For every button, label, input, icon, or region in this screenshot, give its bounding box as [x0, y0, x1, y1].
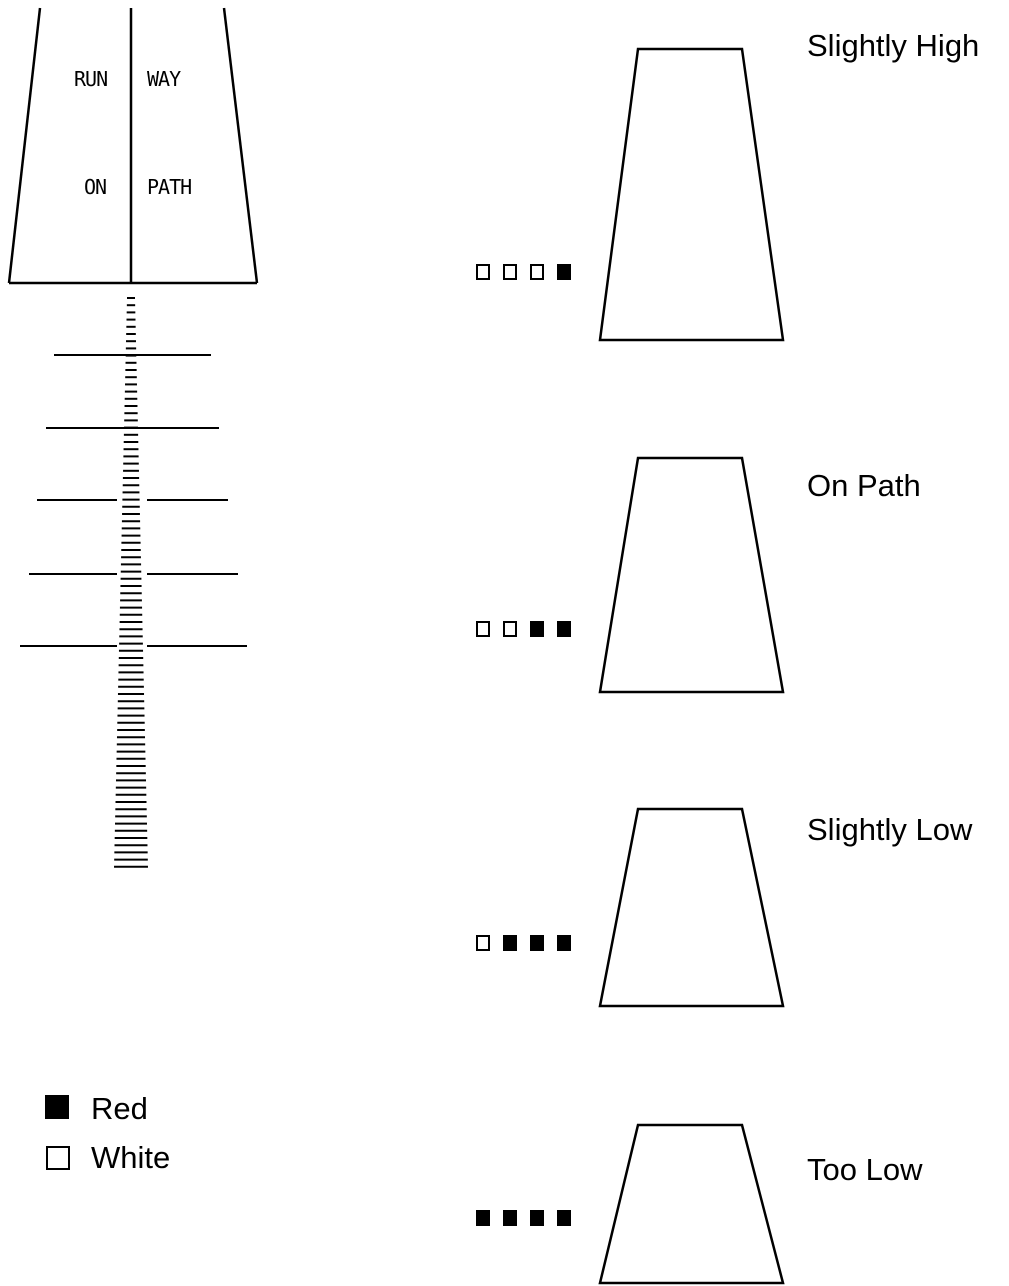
papi-light-red: [503, 1210, 517, 1226]
runway-view: [7, 7, 259, 285]
state-label: On Path: [807, 468, 921, 503]
legend: Red White: [45, 1091, 170, 1175]
papi-light-red: [557, 621, 571, 637]
papi-light-red: [503, 935, 517, 951]
papi-light-white: [503, 264, 517, 280]
legend-red-label: Red: [91, 1091, 148, 1126]
legend-white-swatch: [46, 1146, 70, 1170]
papi-light-red: [557, 1210, 571, 1226]
papi-light-white: [530, 264, 544, 280]
papi-light-red: [530, 1210, 544, 1226]
papi-light-white: [503, 621, 517, 637]
papi-light-red: [476, 1210, 490, 1226]
state-label: Slightly High: [807, 28, 979, 63]
runway-marking-way: WAY: [147, 67, 181, 91]
runway-left-edge: [7, 7, 42, 284]
runway-outline: [598, 47, 785, 342]
approach-lighting-system: [20, 297, 247, 868]
papi-light-red: [530, 935, 544, 951]
runway-marking-path: PATH: [147, 175, 191, 199]
papi-light-white: [476, 264, 490, 280]
papi-state-panel: Slightly Low: [476, 807, 973, 1008]
papi-state-panel: Too Low: [476, 1123, 923, 1285]
papi-light-red: [557, 935, 571, 951]
papi-state-panel: Slightly High: [476, 28, 979, 342]
papi-light-white: [476, 935, 490, 951]
legend-white-label: White: [91, 1140, 170, 1175]
papi-light-white: [476, 621, 490, 637]
runway-outline: [598, 456, 785, 694]
runway-right-edge: [222, 7, 259, 284]
runway-outline: [598, 1123, 785, 1285]
state-label: Slightly Low: [807, 812, 973, 847]
state-label: Too Low: [807, 1152, 923, 1187]
papi-light-red: [530, 621, 544, 637]
runway-marking-run: RUN: [74, 67, 107, 91]
papi-state-panel: On Path: [476, 456, 921, 694]
runway-marking-on: ON: [84, 175, 106, 199]
papi-light-red: [557, 264, 571, 280]
runway-outline: [598, 807, 785, 1008]
legend-red-swatch: [45, 1095, 69, 1119]
